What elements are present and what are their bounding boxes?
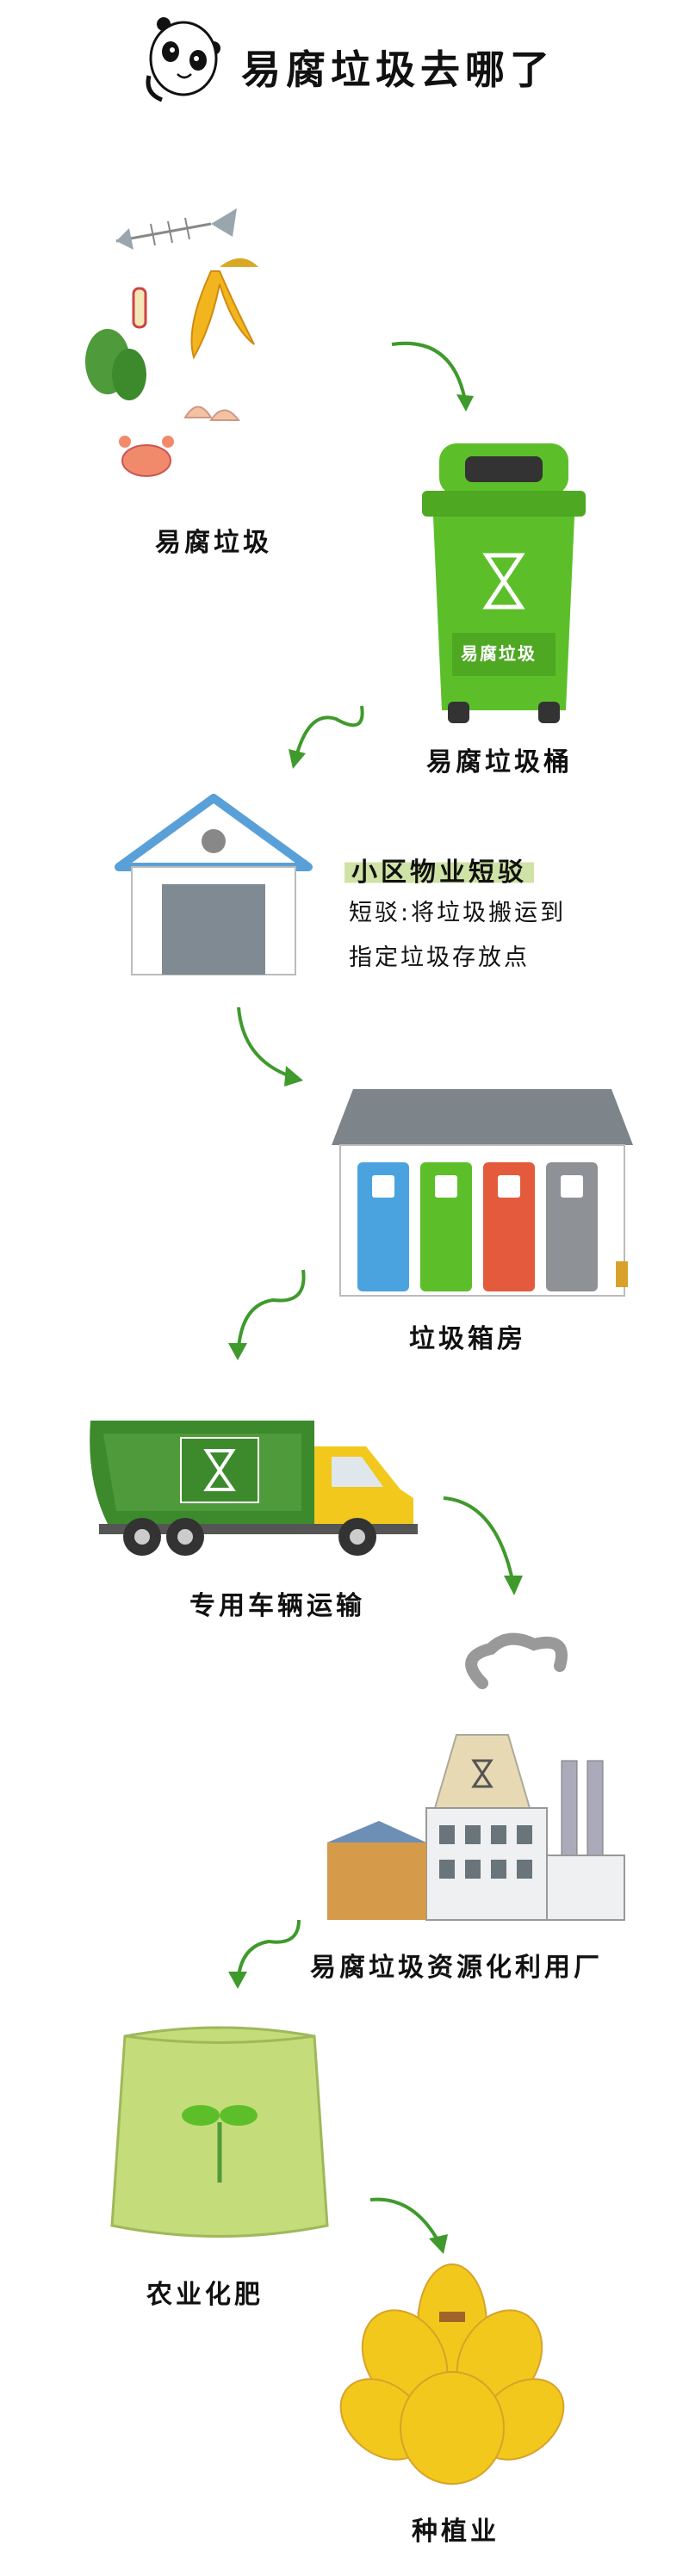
property-desc-line2: 指定垃圾存放点 (349, 944, 530, 971)
page-title: 易腐垃圾去哪了 (241, 46, 555, 93)
factory-label: 易腐垃圾资源化利用厂 (310, 1953, 603, 1983)
wheat-bundle-illustration (339, 2263, 565, 2485)
garbage-room-illustration (332, 1089, 633, 1297)
bin-label: 易腐垃圾桶 (426, 747, 573, 777)
panda-icon (146, 17, 220, 102)
room-label: 垃圾箱房 (409, 1324, 526, 1354)
vegetable-leaf-icon (85, 329, 146, 400)
property-title: 小区物业短驳 (344, 858, 534, 888)
crab-icon (119, 436, 174, 477)
property-desc-line1: 短驳:将垃圾搬运到 (349, 900, 567, 926)
fertilizer-bag-illustration (110, 2026, 329, 2238)
apple-core-icon (132, 287, 147, 329)
leftovers-icon (220, 258, 258, 267)
arrow-icon (228, 1269, 306, 1360)
property-house-illustration (115, 794, 313, 975)
green-bin-illustration (422, 443, 586, 723)
arrow-icon (443, 1496, 523, 1595)
truck-label: 专用车辆运输 (189, 1591, 365, 1621)
garbage-truck-illustration (90, 1421, 418, 1556)
factory-illustration (327, 1632, 625, 1921)
arrow-icon (228, 1919, 301, 1989)
waste-label: 易腐垃圾 (155, 528, 272, 558)
eggshell-icon (183, 406, 240, 421)
banana-peel-icon (190, 270, 255, 360)
fish-bone-icon (115, 208, 237, 250)
farming-label: 种植业 (412, 2517, 500, 2547)
arrow-icon (391, 341, 474, 412)
hourglass-icon (482, 553, 525, 610)
sprout-icon (182, 2105, 258, 2183)
bin-sticker-label: 易腐垃圾 (461, 643, 537, 664)
arrow-icon (369, 2197, 448, 2254)
arrow-icon (289, 705, 364, 769)
arrow-icon (237, 1006, 303, 1087)
fertilizer-label: 农业化肥 (146, 2280, 264, 2310)
food-waste-illustration (85, 208, 258, 477)
